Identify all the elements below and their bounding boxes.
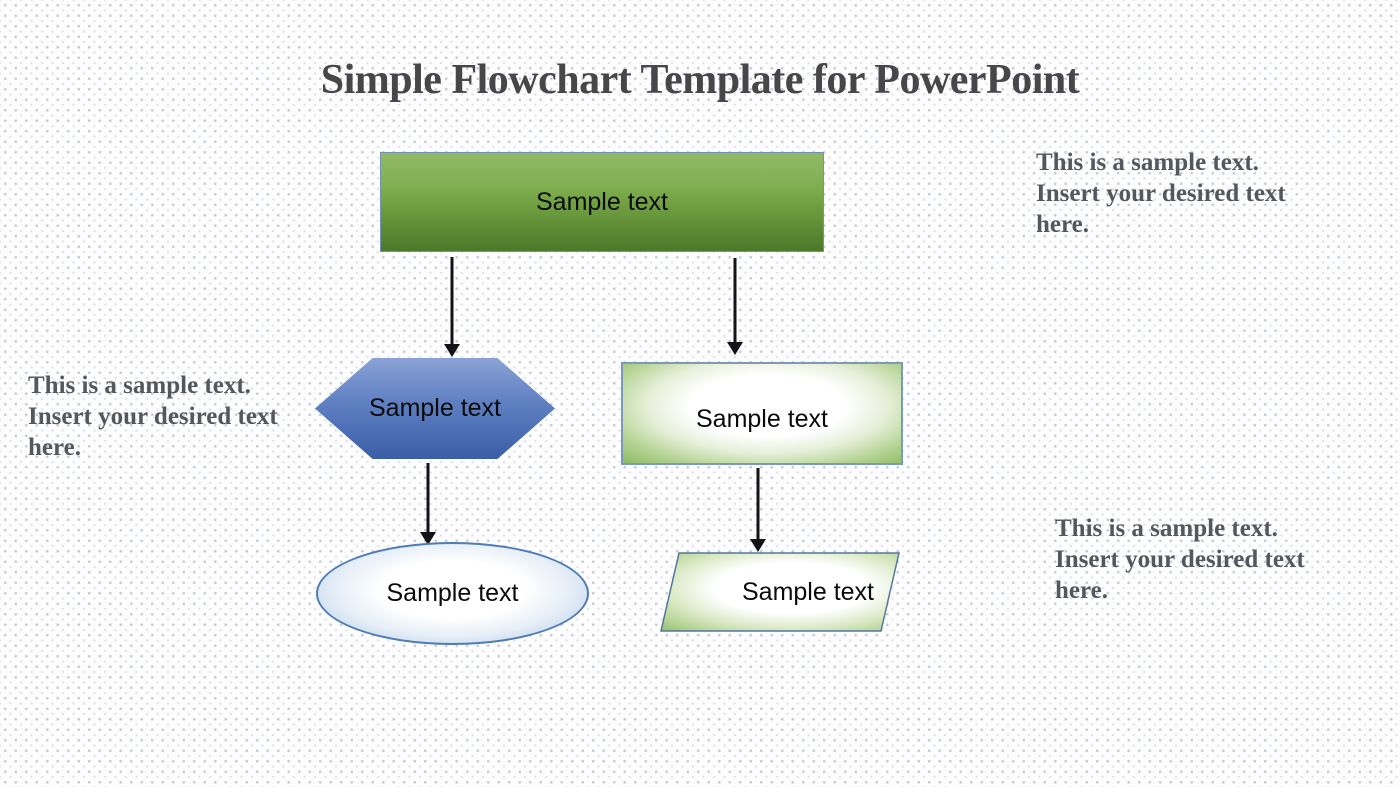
node-label: Sample text xyxy=(741,577,874,606)
flowchart-node-ellipse: Sample text xyxy=(316,542,589,645)
arrow-shaft xyxy=(426,463,430,535)
connector-arrow-2 xyxy=(727,258,743,355)
arrow-shaft xyxy=(756,468,760,542)
flowchart-node-hexagon: Sample text xyxy=(315,358,555,459)
connector-arrow-3 xyxy=(420,463,436,545)
annotation-bottom-right: This is a sample text. Insert your desir… xyxy=(1055,515,1305,604)
node-label: Sample text xyxy=(695,405,828,433)
annotation-left: This is a sample text. Insert your desir… xyxy=(28,372,278,461)
arrow-head-icon xyxy=(727,342,743,355)
arrow-shaft xyxy=(733,258,737,345)
flowchart-node-outlined-rectangle: Sample text xyxy=(621,362,903,465)
flowchart-node-rectangle: Sample text xyxy=(380,152,824,252)
flowchart-node-parallelogram: Sample text xyxy=(660,552,900,632)
arrow-shaft xyxy=(450,257,454,347)
annotation-top-right: This is a sample text. Insert your desir… xyxy=(1036,149,1286,238)
node-label: Sample text xyxy=(386,579,519,607)
node-label: Sample text xyxy=(535,187,668,216)
arrow-head-icon xyxy=(750,539,766,552)
arrow-head-icon xyxy=(444,344,460,357)
connector-arrow-1 xyxy=(444,257,460,357)
slide-title: Simple Flowchart Template for PowerPoint xyxy=(320,57,1080,103)
parallelogram-shape xyxy=(660,552,900,632)
connector-arrow-4 xyxy=(750,468,766,552)
node-label: Sample text xyxy=(368,394,501,422)
